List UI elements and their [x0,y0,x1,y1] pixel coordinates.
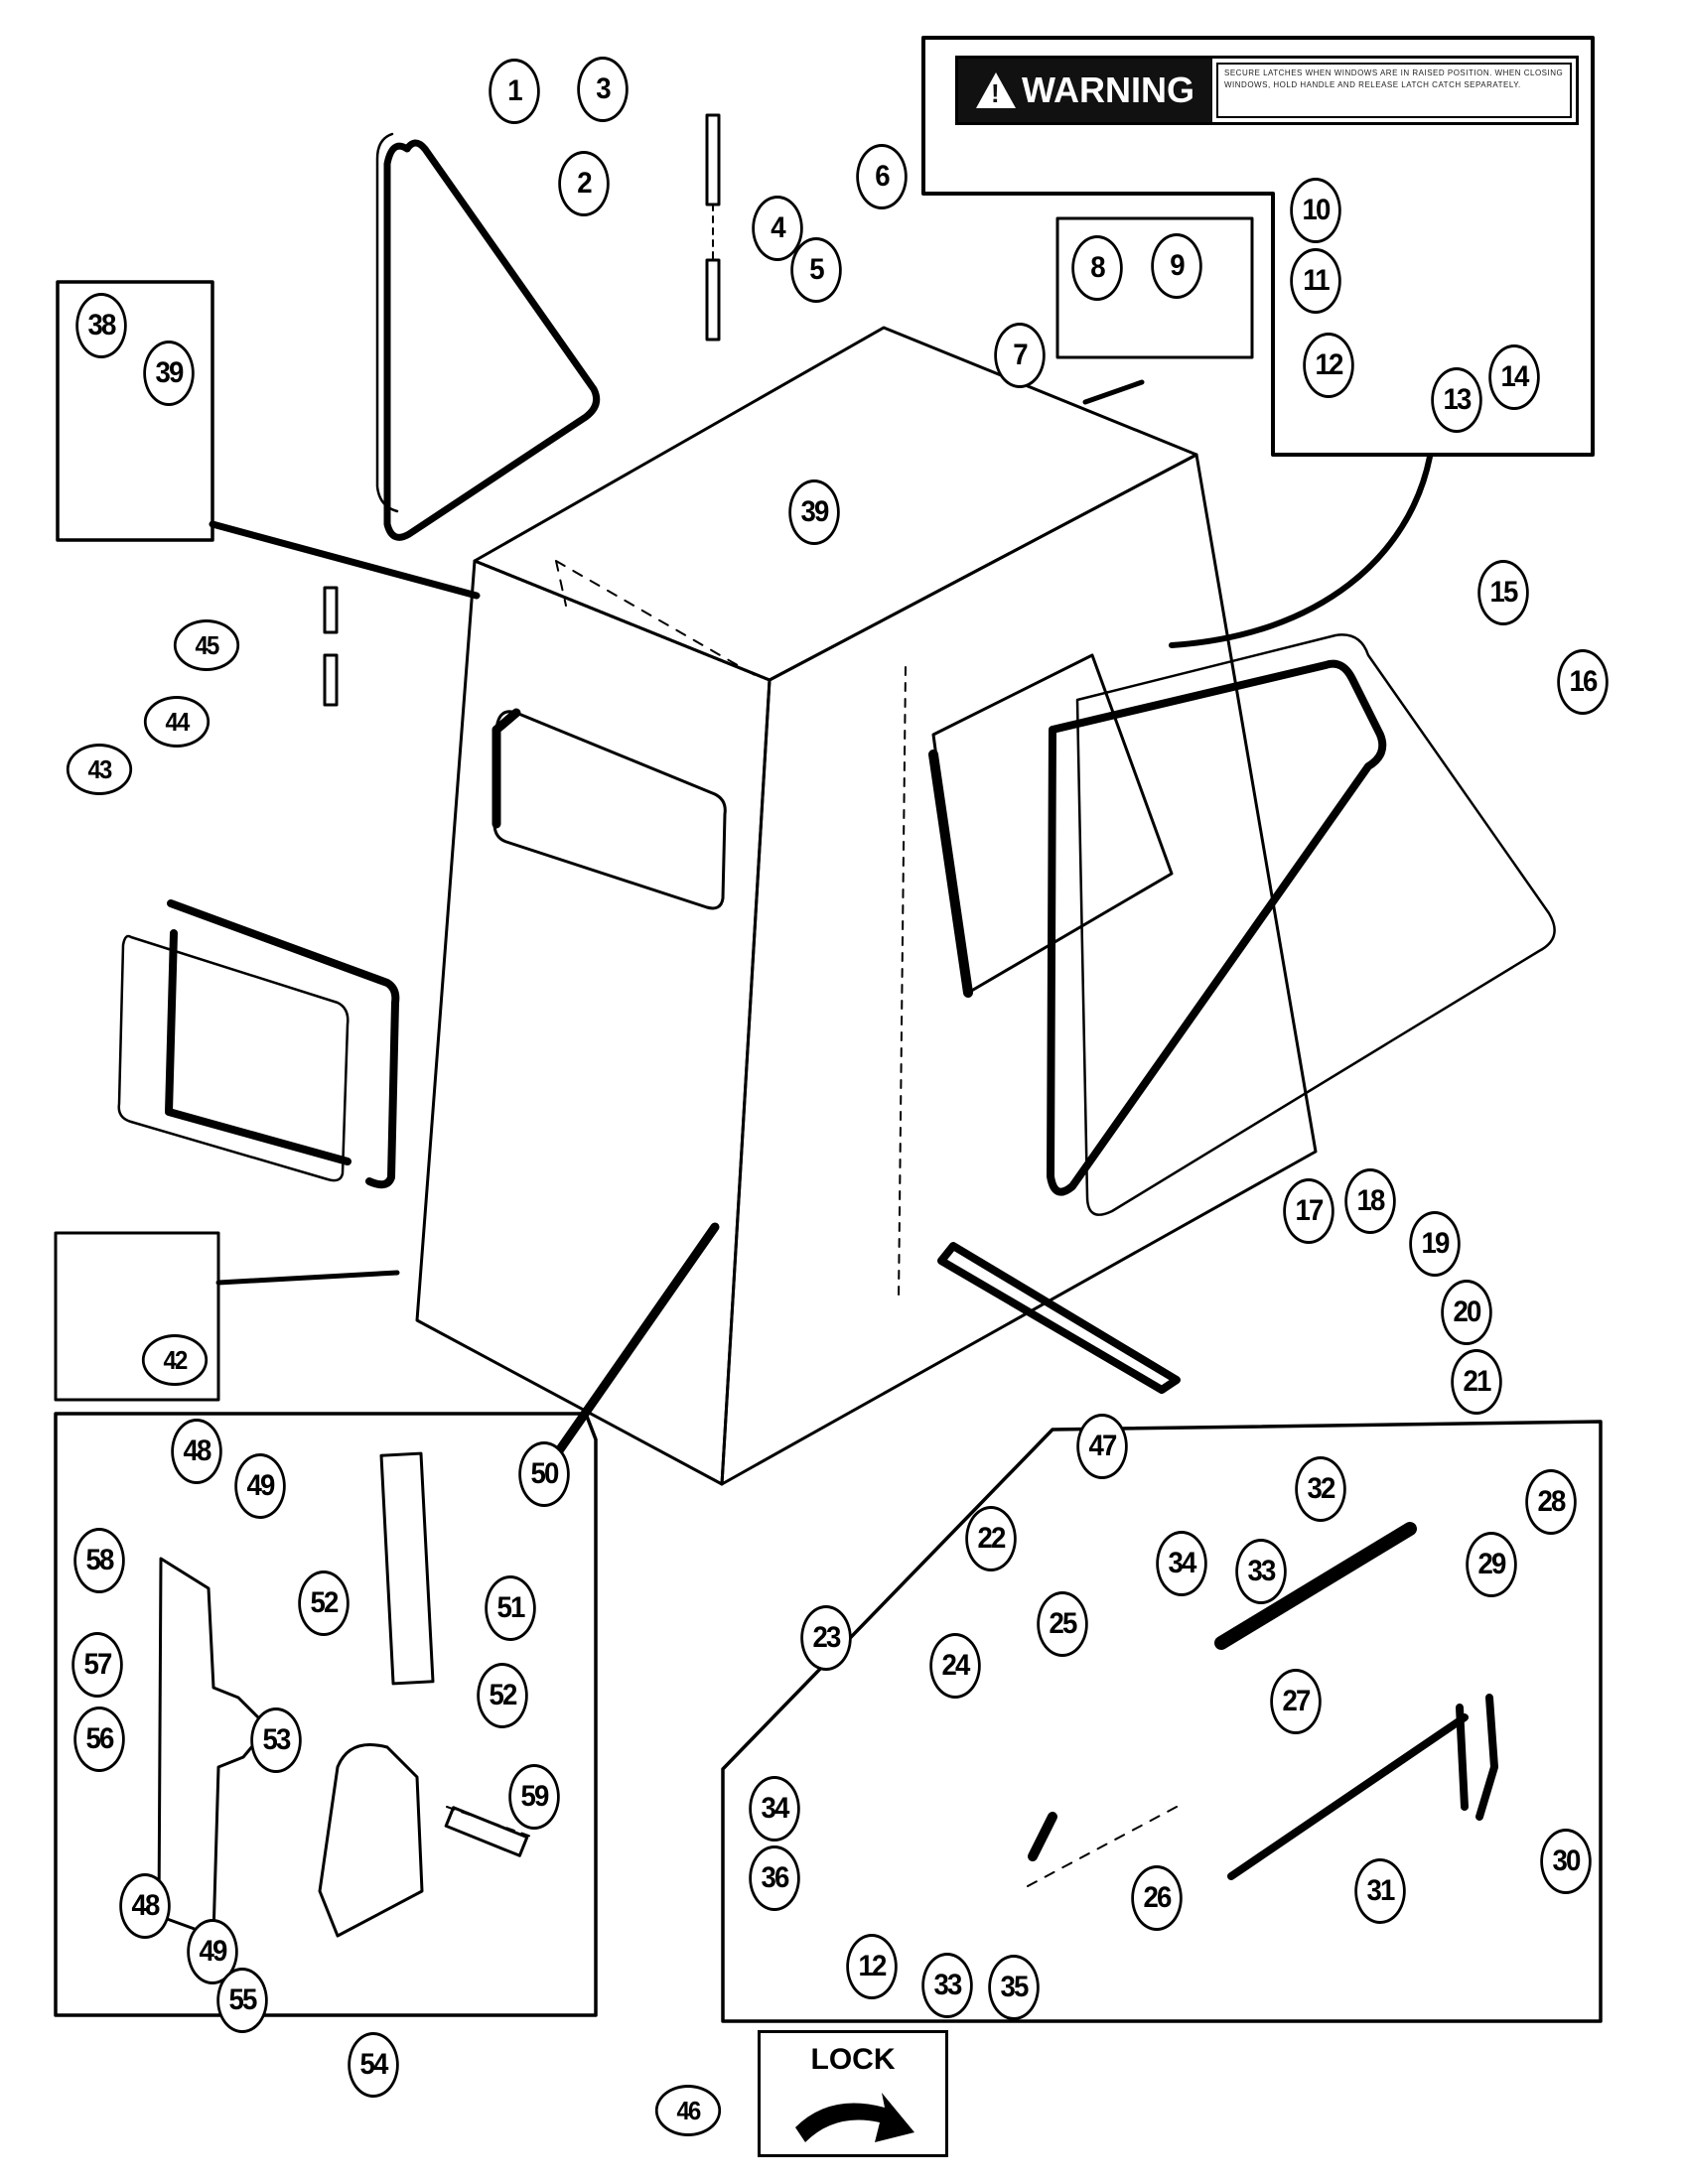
warning-inset-frame [921,36,1595,457]
callout-52: 52 [477,1663,528,1728]
callout-3: 3 [577,57,629,122]
lock-decal: LOCK [758,2030,948,2157]
clip-inset-frame [56,280,214,542]
callout-38: 38 [75,293,127,358]
callout-5: 5 [790,237,842,303]
callout-19: 19 [1409,1211,1461,1277]
wiring-inset-frame [1055,216,1254,359]
callout-34: 34 [749,1776,800,1842]
plug-inset-frame [54,1231,220,1402]
callout-47: 47 [1076,1414,1128,1479]
callout-56: 56 [73,1706,125,1772]
callout-50: 50 [518,1441,570,1507]
callout-55: 55 [216,1968,268,2033]
callout-28: 28 [1525,1469,1577,1535]
callout-33: 33 [921,1953,973,2018]
callout-6: 6 [856,144,908,209]
callout-35: 35 [988,1955,1040,2020]
cab-left-wall [415,559,772,1486]
callout-24: 24 [929,1633,981,1699]
callout-43: 43 [66,744,133,795]
lock-label: LOCK [810,2043,896,2076]
callout-25: 25 [1037,1591,1088,1657]
cab-right-wall [720,453,1318,1486]
callout-53: 53 [250,1707,302,1773]
callout-2: 2 [558,151,610,216]
callout-22: 22 [965,1506,1017,1571]
callout-14: 14 [1488,344,1540,410]
callout-52: 52 [298,1570,350,1636]
callout-7: 7 [994,323,1046,388]
callout-58: 58 [73,1528,125,1593]
callout-59: 59 [508,1764,560,1830]
callout-36: 36 [749,1845,800,1911]
callout-9: 9 [1151,233,1202,299]
hinge-inset-frame [54,1412,598,2017]
callout-48: 48 [171,1419,222,1484]
callout-12: 12 [1303,333,1354,398]
callout-27: 27 [1270,1669,1322,1734]
callout-10: 10 [1290,178,1341,243]
callout-15: 15 [1477,560,1529,625]
callout-49: 49 [234,1453,286,1519]
callout-39: 39 [143,341,195,406]
callout-46: 46 [654,2085,722,2136]
curved-arrow-right-icon [795,2093,914,2142]
callout-8: 8 [1071,235,1123,301]
callout-18: 18 [1344,1168,1396,1234]
callout-57: 57 [71,1632,123,1698]
callout-31: 31 [1354,1858,1406,1924]
warning-fine-print: Secure latches when windows are in raise… [1216,63,1572,118]
callout-39: 39 [788,479,840,545]
latch-inset-frame [721,1420,1603,2023]
warning-triangle-icon [976,72,1016,109]
callout-51: 51 [485,1575,536,1641]
callout-1: 1 [489,59,540,124]
callout-12: 12 [846,1934,898,1999]
callout-44: 44 [143,696,210,748]
callout-32: 32 [1295,1456,1346,1522]
callout-11: 11 [1290,248,1341,314]
callout-20: 20 [1441,1280,1492,1345]
callout-42: 42 [141,1334,209,1386]
warning-decal: WARNING Secure latches when windows are … [955,56,1579,125]
callout-33: 33 [1235,1539,1287,1604]
callout-34: 34 [1156,1531,1207,1596]
callout-30: 30 [1540,1829,1592,1894]
warning-label: WARNING [1022,69,1194,110]
callout-23: 23 [800,1605,852,1671]
callout-29: 29 [1466,1532,1517,1597]
callout-45: 45 [173,619,240,671]
callout-16: 16 [1557,649,1609,715]
callout-21: 21 [1451,1349,1502,1415]
callout-48: 48 [119,1873,171,1939]
callout-17: 17 [1283,1178,1334,1244]
callout-13: 13 [1431,367,1482,433]
callout-54: 54 [348,2032,399,2098]
warning-label-panel: WARNING [958,59,1212,122]
callout-26: 26 [1131,1865,1183,1931]
